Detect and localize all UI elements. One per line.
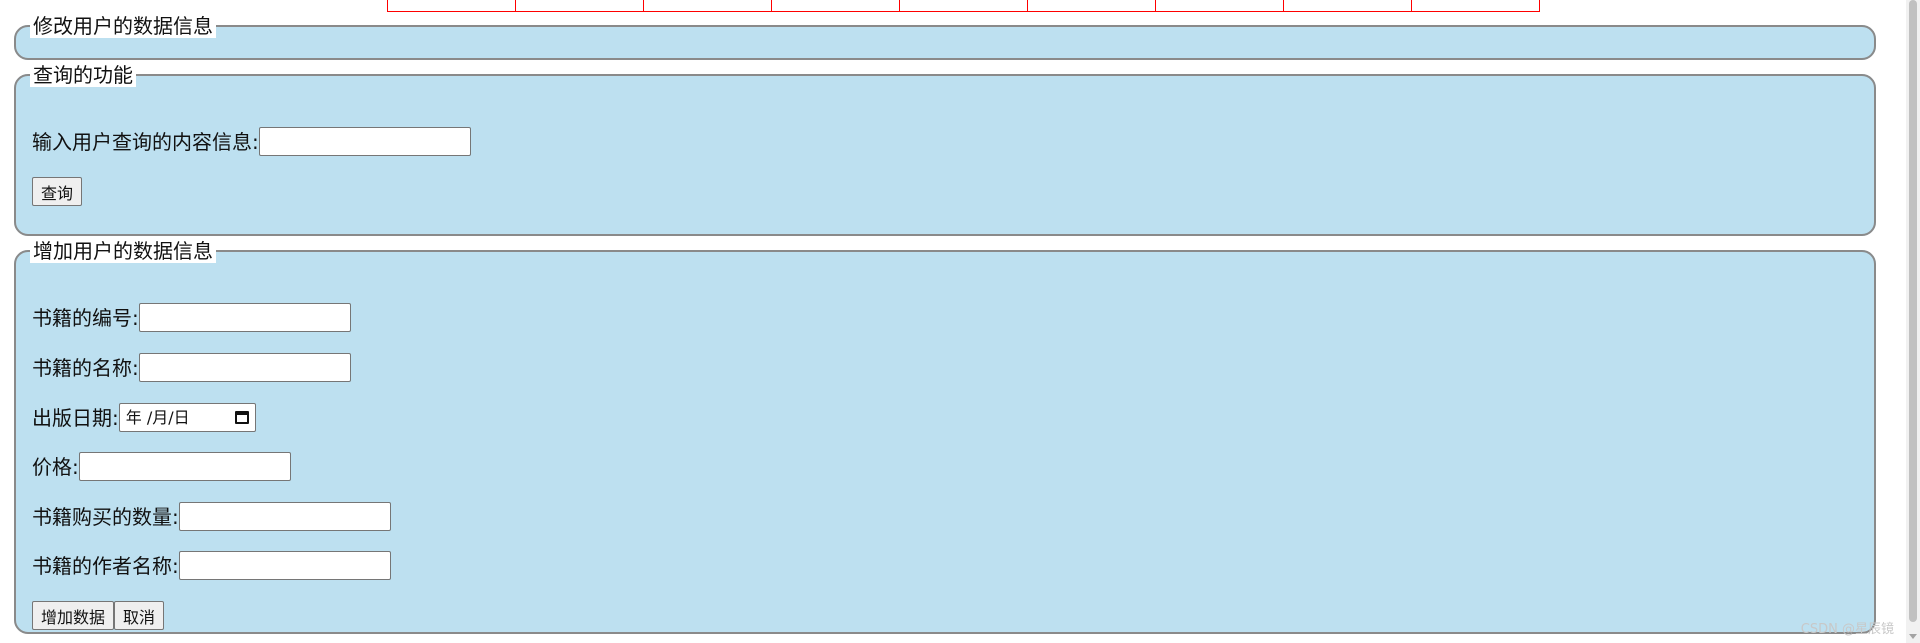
modify-user-legend: 修改用户的数据信息: [30, 14, 216, 38]
price-input[interactable]: [78, 452, 291, 481]
publish-date-input[interactable]: 年 /月/日: [118, 403, 256, 432]
table-cell: [1155, 0, 1284, 12]
query-row: 输入用户查询的内容信息:: [32, 127, 471, 156]
quantity-input[interactable]: [178, 502, 391, 531]
query-fieldset: 查询的功能 输入用户查询的内容信息: 查询: [14, 63, 1876, 236]
query-button[interactable]: 查询: [32, 177, 83, 206]
book-name-input[interactable]: [138, 353, 351, 382]
table-cell: [899, 0, 1028, 12]
table-cell: [643, 0, 772, 12]
scrollbar-thumb[interactable]: [1909, 0, 1917, 622]
author-input[interactable]: [178, 551, 391, 580]
table-cell: [1283, 0, 1412, 12]
book-id-input[interactable]: [138, 303, 351, 332]
query-input[interactable]: [258, 127, 471, 156]
query-label: 输入用户查询的内容信息:: [32, 129, 259, 154]
price-label: 价格:: [32, 454, 79, 479]
publish-date-label: 出版日期:: [32, 405, 119, 430]
add-data-button[interactable]: 增加数据: [32, 601, 115, 630]
book-name-row: 书籍的名称:: [32, 353, 351, 382]
add-buttons-row: 增加数据 取消: [32, 601, 165, 630]
add-user-legend: 增加用户的数据信息: [30, 239, 216, 263]
price-row: 价格:: [32, 452, 291, 481]
table-cell: [771, 0, 900, 12]
author-row: 书籍的作者名称:: [32, 551, 391, 580]
table-cell: [1411, 0, 1540, 12]
query-legend: 查询的功能: [30, 63, 136, 87]
scroll-down-arrow-icon[interactable]: [1909, 634, 1917, 639]
calendar-icon[interactable]: [234, 411, 249, 424]
book-id-label: 书籍的编号:: [32, 305, 139, 330]
table-cell: [515, 0, 644, 12]
query-button-row: 查询: [32, 177, 83, 206]
add-user-fieldset: 增加用户的数据信息 书籍的编号: 书籍的名称: 出版日期: 年 /月/日 价格:…: [14, 239, 1876, 634]
book-name-label: 书籍的名称:: [32, 355, 139, 380]
table-row: [387, 0, 1540, 12]
table-cell: [387, 0, 516, 12]
quantity-row: 书籍购买的数量:: [32, 502, 391, 531]
author-label: 书籍的作者名称:: [32, 553, 179, 578]
table-cell: [1027, 0, 1156, 12]
quantity-label: 书籍购买的数量:: [32, 504, 179, 529]
watermark: CSDN @星辰镜: [1800, 622, 1894, 637]
publish-date-row: 出版日期: 年 /月/日: [32, 403, 256, 432]
modify-user-fieldset: 修改用户的数据信息: [14, 14, 1876, 60]
cancel-button[interactable]: 取消: [114, 601, 165, 630]
book-id-row: 书籍的编号:: [32, 303, 351, 332]
publish-date-placeholder: 年 /月/日: [125, 407, 190, 427]
vertical-scrollbar[interactable]: [1906, 0, 1920, 643]
top-data-table: [387, 0, 1540, 12]
